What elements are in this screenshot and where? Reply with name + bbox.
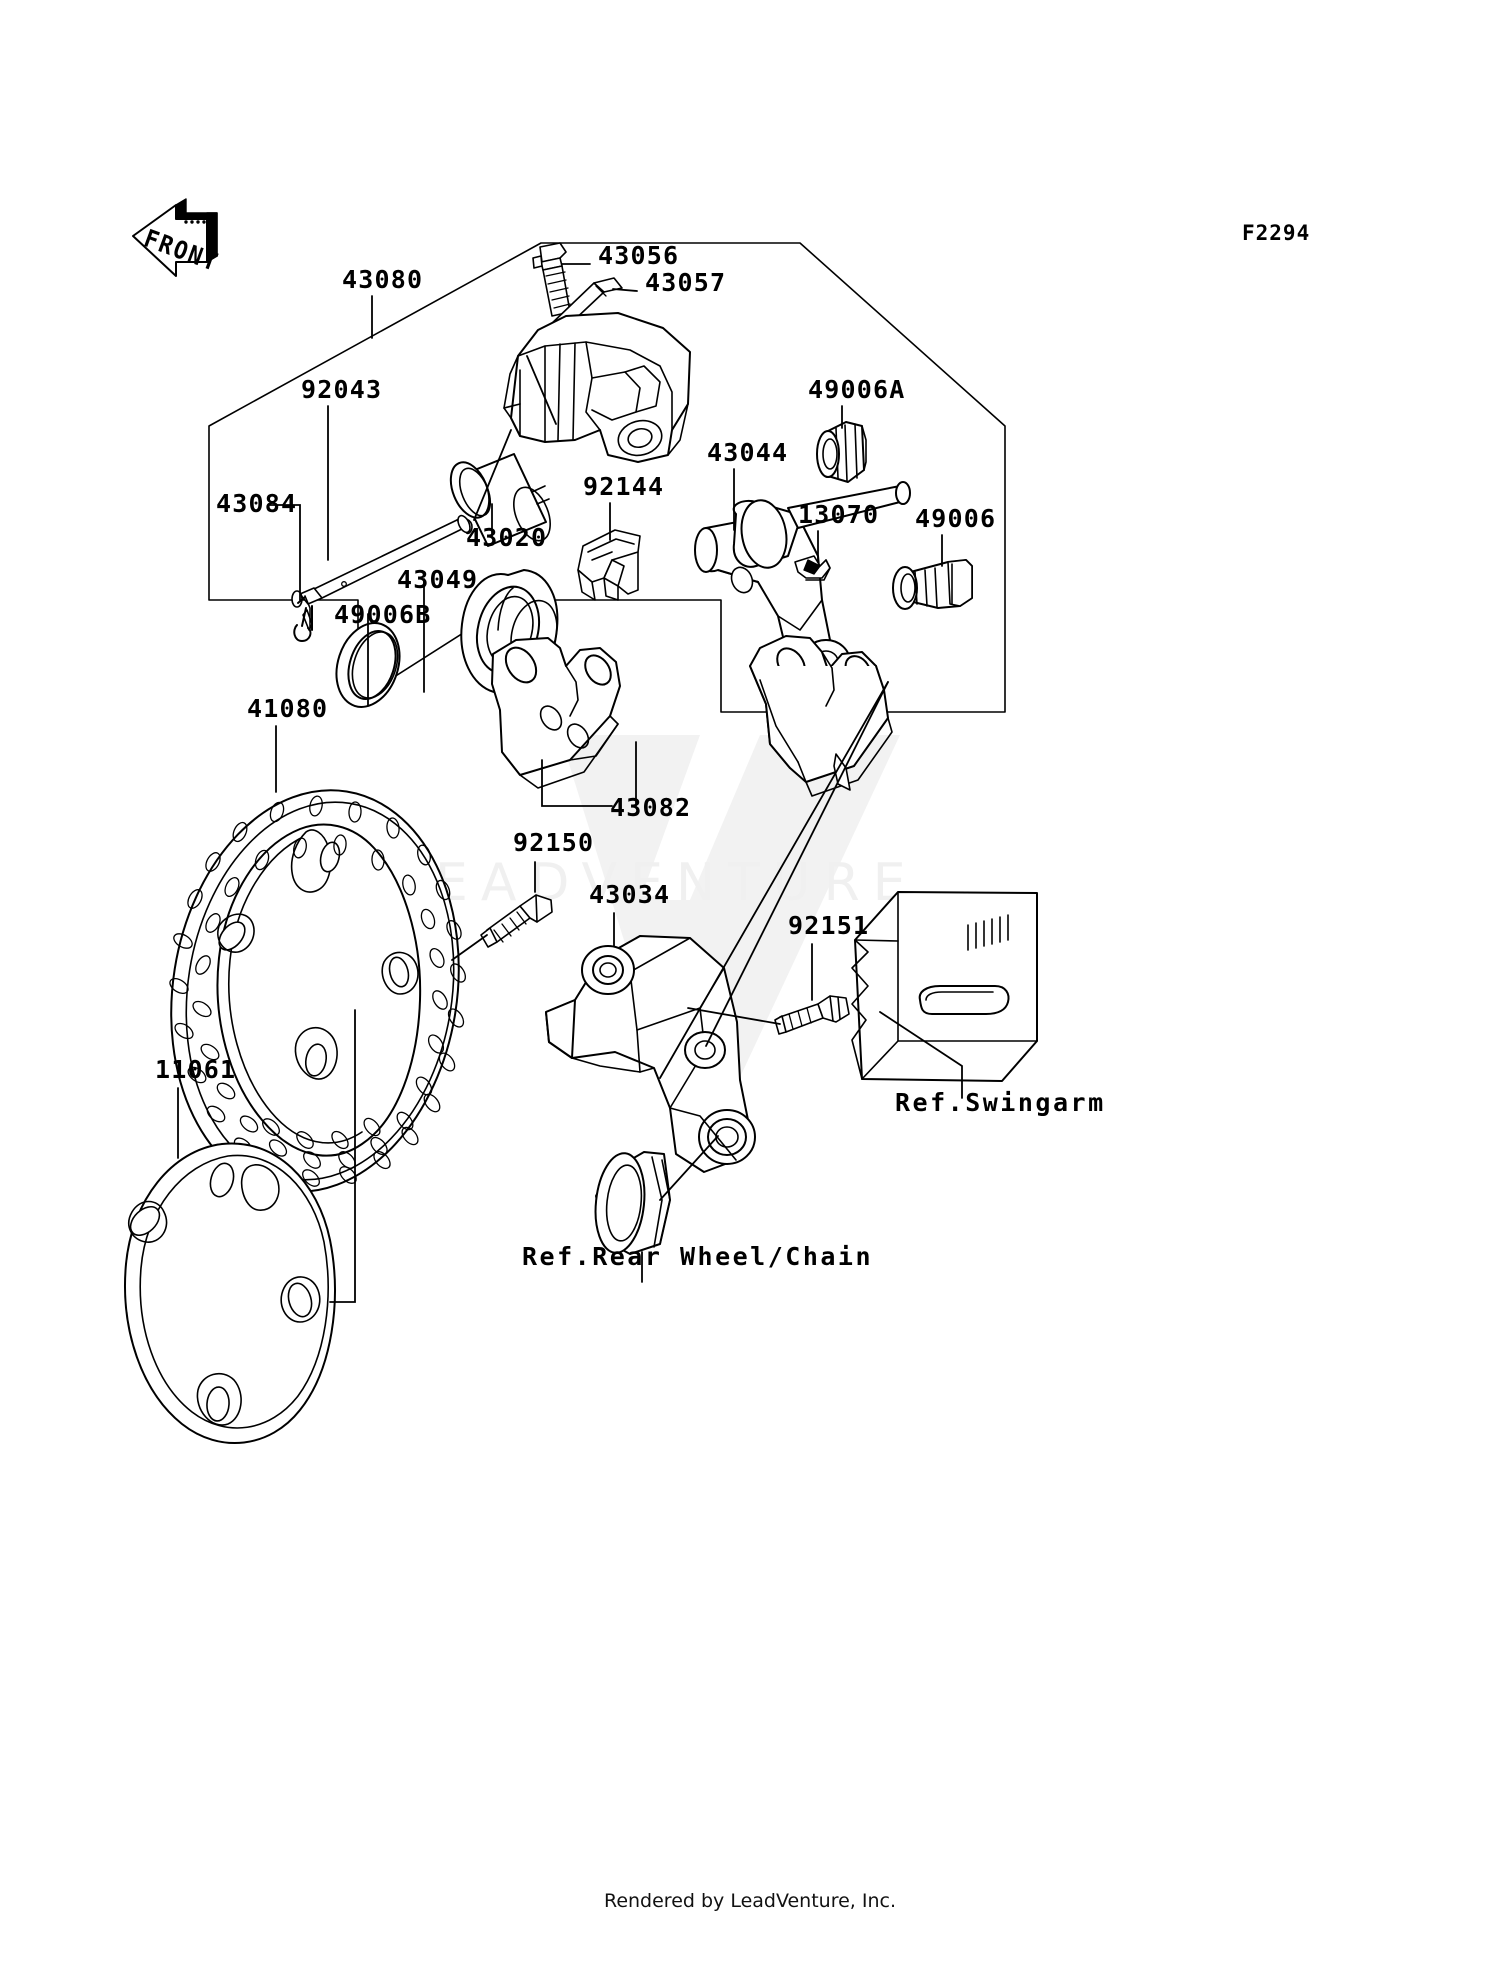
reference-labels: Ref.Swingarm Ref.Rear Wheel/Chain — [522, 1088, 1106, 1271]
bleed-valve-part — [532, 242, 571, 317]
ref-swingarm-part — [851, 891, 1038, 1082]
label-13070: 13070 — [798, 500, 879, 529]
caliper-assembly-group-outline — [208, 242, 1006, 713]
boot-sleeve-49006-part — [892, 559, 973, 610]
footer-credit: Rendered by LeadVenture, Inc. — [603, 1890, 897, 1912]
figure-code-label: F2294 — [1242, 221, 1310, 245]
label-43057: 43057 — [645, 268, 726, 297]
pad-spring-92144-part — [577, 529, 641, 601]
label-92043: 92043 — [301, 375, 382, 404]
label-43084: 43084 — [216, 489, 297, 518]
watermark: LEADVENTURE — [393, 735, 919, 1120]
label-43056: 43056 — [598, 241, 679, 270]
dust-seal-49006b-part — [335, 622, 401, 708]
label-49006: 49006 — [915, 504, 996, 533]
label-43044: 43044 — [707, 438, 788, 467]
label-41080: 41080 — [247, 694, 328, 723]
label-43049: 43049 — [397, 565, 478, 594]
pin-92043-part — [291, 514, 473, 608]
caliper-holder-43034-part — [545, 935, 756, 1173]
cotter-pin-part — [293, 595, 313, 642]
front-arrow-icon: FRONT — [132, 198, 223, 278]
label-43080: 43080 — [342, 265, 423, 294]
bolt-92151-part — [774, 995, 850, 1035]
label-92144: 92144 — [583, 472, 664, 501]
boot-49006a-part — [816, 421, 867, 483]
caliper-body-part — [503, 312, 691, 463]
label-43034: 43034 — [589, 880, 670, 909]
label-92151: 92151 — [788, 911, 869, 940]
ref-rear-wheel-chain-part — [594, 1151, 671, 1255]
label-ref-swingarm: Ref.Swingarm — [895, 1088, 1106, 1117]
label-43082: 43082 — [610, 793, 691, 822]
part-number-labels: F2294 43056 43057 43080 92043 43084 4900… — [155, 221, 1310, 1084]
bolt-92150-part — [480, 894, 553, 948]
piston-43020-part — [449, 453, 551, 547]
leader-lines — [177, 263, 963, 1303]
label-49006B: 49006B — [334, 600, 432, 629]
label-11061: 11061 — [155, 1055, 236, 1084]
label-43020: 43020 — [466, 523, 547, 552]
label-92150: 92150 — [513, 828, 594, 857]
watermark-text: LEADVENTURE — [393, 853, 919, 913]
guide-13070-part — [794, 555, 831, 581]
brake-disc-41080-part — [169, 789, 466, 1193]
label-ref-rear-wheel-chain: Ref.Rear Wheel/Chain — [522, 1242, 873, 1271]
label-49006A: 49006A — [808, 375, 906, 404]
gasket-11061-part — [124, 1142, 336, 1444]
brake-pad-left-part — [491, 637, 621, 789]
